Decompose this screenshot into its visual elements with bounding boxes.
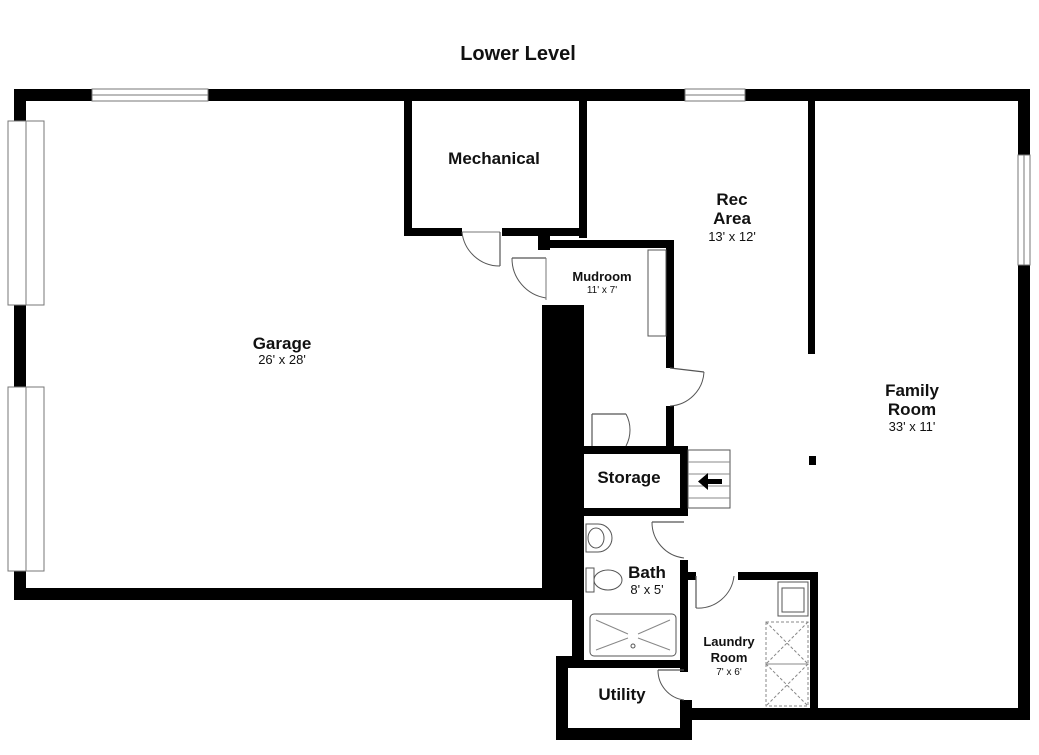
utility-label: Utility bbox=[598, 685, 646, 704]
sink-icon bbox=[585, 523, 613, 553]
bath-label: Bath bbox=[628, 563, 666, 582]
laundry-room-label-2: Room bbox=[711, 650, 748, 665]
rec-area-label-1: Rec bbox=[716, 190, 747, 209]
shower-icon bbox=[589, 613, 677, 657]
family-room-label-2: Room bbox=[888, 400, 936, 419]
door-swing-icon bbox=[651, 521, 685, 559]
washer-dryer bbox=[765, 621, 809, 707]
family-room-dims: 33' x 11' bbox=[889, 419, 936, 434]
mudroom-dims: 11' x 7' bbox=[587, 285, 617, 296]
exterior-walls bbox=[14, 89, 1030, 740]
fixtures bbox=[585, 449, 809, 707]
laundry-room-dims: 7' x 6' bbox=[716, 667, 742, 678]
storage-label: Storage bbox=[597, 468, 660, 487]
family-room-label-1: Family bbox=[885, 381, 939, 400]
mechanical-label: Mechanical bbox=[448, 149, 540, 168]
windows bbox=[7, 88, 1031, 572]
door-swing-icon bbox=[461, 231, 501, 267]
mudroom-label: Mudroom bbox=[572, 269, 631, 284]
rec-area-label-2: Area bbox=[713, 209, 751, 228]
plan-title: Lower Level bbox=[460, 43, 576, 65]
door-swing-icon bbox=[657, 669, 685, 701]
rec-area-dims: 13' x 12' bbox=[708, 229, 756, 244]
doors bbox=[461, 231, 735, 701]
garage-dims: 26' x 28' bbox=[258, 352, 306, 367]
interior-walls bbox=[404, 98, 818, 716]
laundry-room-label-1: Laundry bbox=[703, 634, 755, 649]
stairs bbox=[687, 449, 731, 509]
sink-icon bbox=[777, 581, 809, 617]
toilet-icon bbox=[585, 567, 623, 593]
door-swing-icon bbox=[669, 367, 705, 407]
bath-dims: 8' x 5' bbox=[630, 582, 663, 597]
door-swing-icon bbox=[591, 413, 631, 447]
stair-arrow-icon bbox=[698, 473, 722, 490]
door-swing-icon bbox=[511, 257, 547, 300]
door-swing-icon bbox=[695, 575, 735, 609]
room-labels: Garage 26' x 28' Mechanical Rec Area 13'… bbox=[253, 149, 940, 704]
garage-label: Garage bbox=[253, 334, 312, 353]
